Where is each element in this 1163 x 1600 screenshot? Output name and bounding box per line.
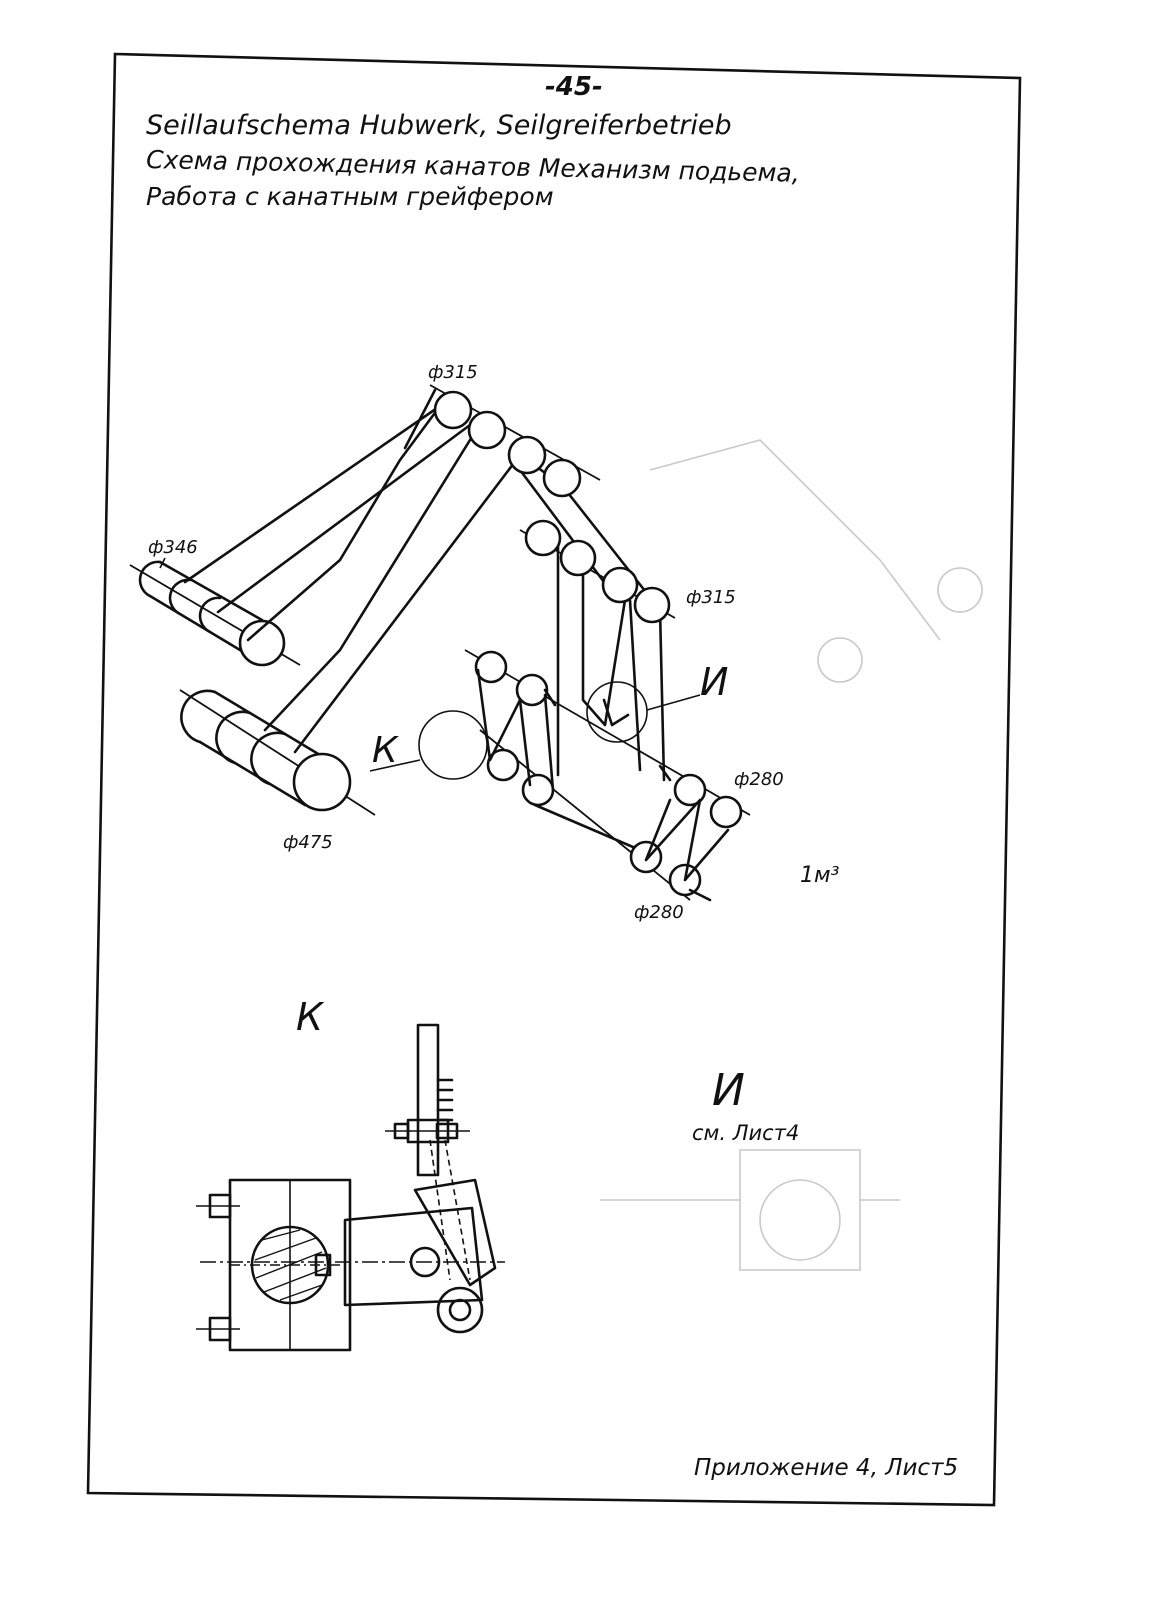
marker-i: И: [700, 660, 728, 704]
drum-upper: [129, 560, 301, 667]
ropes: [183, 388, 666, 782]
frame-border: [86, 52, 1022, 1507]
marker-k: К: [372, 730, 399, 771]
footer-sheet-ref: Приложение 4, Лист5: [694, 1455, 958, 1481]
label-block-upper: ф280: [734, 769, 784, 790]
detail-i-title: И: [712, 1065, 745, 1116]
reeving-diagram: ф315 ф315 ф346 ф475 ф280 ф280 К И 1м³: [129, 362, 840, 923]
label-drum-lower: ф475: [283, 832, 333, 853]
detail-k-title: К: [296, 995, 325, 1039]
title-ru-2: Работа с канатным грейфером: [146, 182, 554, 211]
drum-lower: [179, 689, 376, 816]
guide-sheaves: [519, 519, 676, 624]
label-block-lower: ф280: [634, 902, 684, 923]
label-sheave-top: ф315: [428, 362, 478, 383]
capacity-label: 1м³: [800, 863, 840, 888]
grab-block: [369, 649, 751, 902]
detail-i: И см. Лист4: [692, 1065, 799, 1145]
title-de: Seillaufschema Hubwerk, Seilgreiferbetri…: [146, 110, 732, 141]
detail-k: К: [196, 995, 505, 1352]
detail-i-reference: см. Лист4: [692, 1121, 799, 1145]
label-sheave-right: ф315: [686, 587, 736, 608]
page-number: -45-: [545, 72, 603, 102]
label-drum-upper: ф346: [148, 537, 198, 558]
bleed-through: [600, 439, 983, 1271]
boom-head-sheaves: [429, 384, 601, 498]
